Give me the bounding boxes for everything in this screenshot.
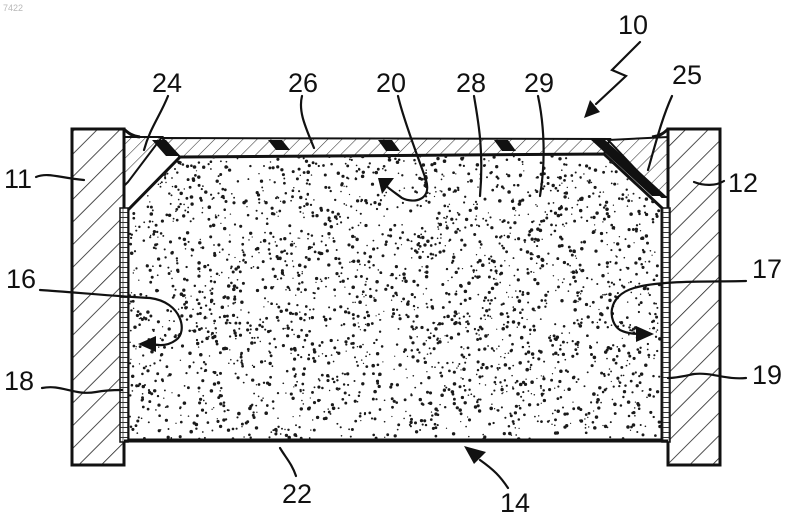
label-16: 16 [6,264,36,294]
right-side-strip [662,208,670,442]
label-17: 17 [752,254,782,284]
label-29: 29 [524,68,554,98]
label-24: 24 [152,68,182,98]
label-14: 14 [500,488,530,518]
label-26: 26 [288,68,318,98]
label-28: 28 [456,68,486,98]
label-11: 11 [4,164,32,194]
label-18: 18 [4,366,34,396]
label-20: 20 [376,68,406,98]
label-12: 12 [728,168,758,198]
label-22: 22 [282,479,312,509]
label-25: 25 [672,60,702,90]
label-19: 19 [752,360,782,390]
label-10: 10 [618,10,648,40]
corner-id: 7422 [3,3,23,13]
left-side-strip [120,208,128,442]
